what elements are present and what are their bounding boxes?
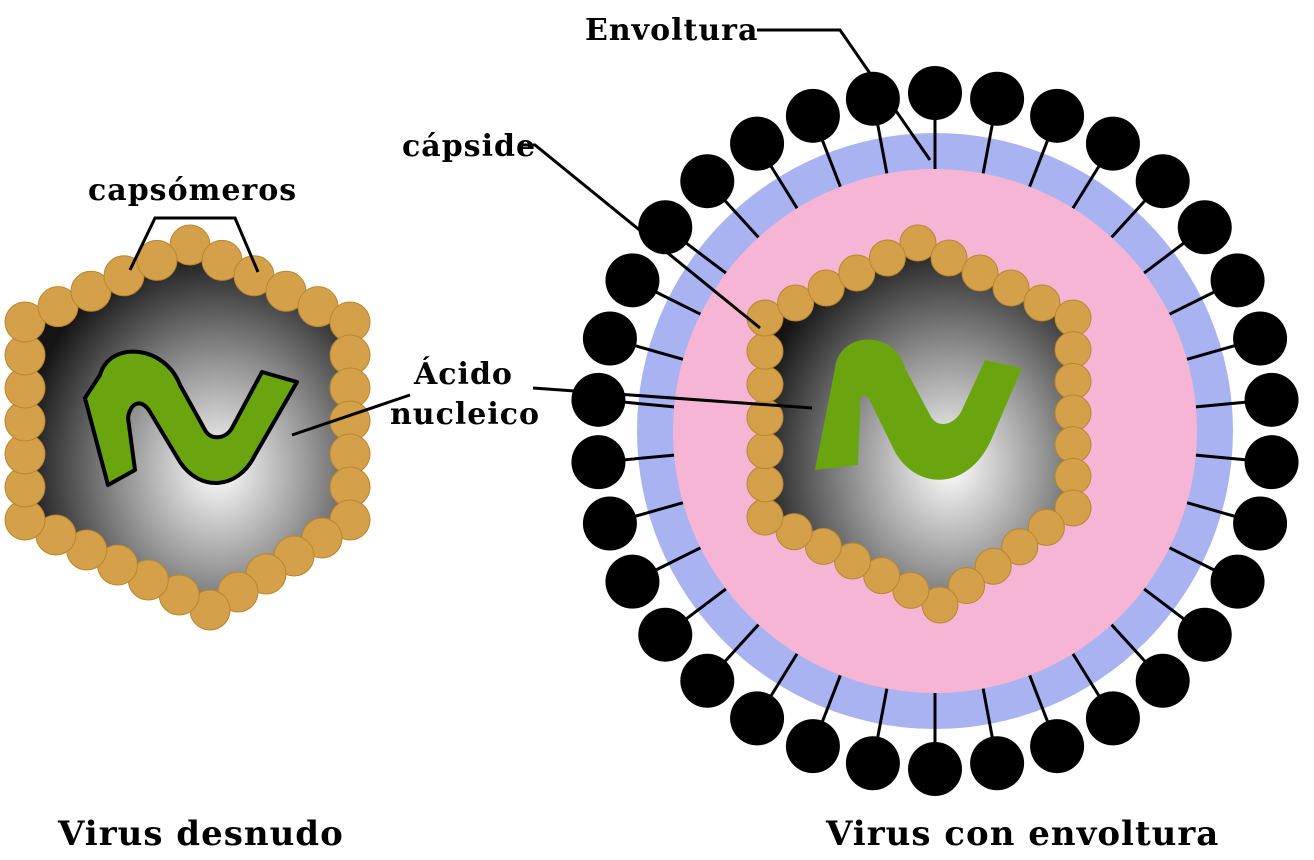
envoltura-label: Envoltura xyxy=(585,13,758,48)
glycoprotein-head xyxy=(786,719,840,773)
capsomere xyxy=(747,333,783,369)
capsomere xyxy=(1055,332,1091,368)
capsomere xyxy=(747,433,783,469)
capsomere xyxy=(1055,458,1091,494)
glycoprotein-head xyxy=(1233,496,1287,550)
glycoprotein-head xyxy=(638,200,692,254)
glycoprotein-head xyxy=(846,736,900,790)
glycoprotein-head xyxy=(638,608,692,662)
glycoprotein-head xyxy=(908,742,962,796)
glycoprotein-head xyxy=(571,373,625,427)
glycoprotein-head xyxy=(908,66,962,120)
glycoprotein-head xyxy=(730,691,784,745)
capsomere xyxy=(747,466,783,502)
capside-label: cápside xyxy=(402,129,536,164)
capsomere xyxy=(1055,395,1091,431)
glycoprotein-head xyxy=(786,89,840,143)
glycoprotein-head xyxy=(970,736,1024,790)
glycoprotein-head xyxy=(1233,312,1287,366)
capsomere xyxy=(747,499,783,535)
glycoprotein-head xyxy=(1030,719,1084,773)
capsomere xyxy=(1055,427,1091,463)
capsomere xyxy=(869,240,905,276)
glycoprotein-head xyxy=(1086,117,1140,171)
acido-label-line2: nucleico xyxy=(390,397,540,432)
glycoprotein-head xyxy=(583,312,637,366)
glycoprotein-head xyxy=(1178,200,1232,254)
glycoprotein-head xyxy=(571,435,625,489)
glycoprotein-head xyxy=(605,555,659,609)
capsomere xyxy=(1055,300,1091,336)
capsomeros-label: capsómeros xyxy=(88,173,297,208)
glycoprotein-head xyxy=(1211,555,1265,609)
glycoprotein-head xyxy=(1211,253,1265,307)
capsomere xyxy=(747,366,783,402)
glycoprotein-head xyxy=(970,72,1024,126)
glycoprotein-head xyxy=(1178,608,1232,662)
glycoprotein-head xyxy=(583,496,637,550)
capsomere xyxy=(931,240,967,276)
capsomere xyxy=(993,270,1029,306)
glycoprotein-head xyxy=(1086,691,1140,745)
capsomere xyxy=(962,255,998,291)
glycoprotein-head xyxy=(1030,89,1084,143)
glycoprotein-head xyxy=(1245,435,1299,489)
acido-label-line1: Ácido xyxy=(413,356,513,392)
glycoprotein-head xyxy=(605,253,659,307)
glycoprotein-head xyxy=(1245,373,1299,427)
caption-naked-virus: Virus desnudo xyxy=(57,814,344,854)
capsomere xyxy=(1024,285,1060,321)
capsomere xyxy=(1055,363,1091,399)
caption-enveloped-virus: Virus con envoltura xyxy=(825,814,1219,854)
glycoprotein-head xyxy=(730,117,784,171)
